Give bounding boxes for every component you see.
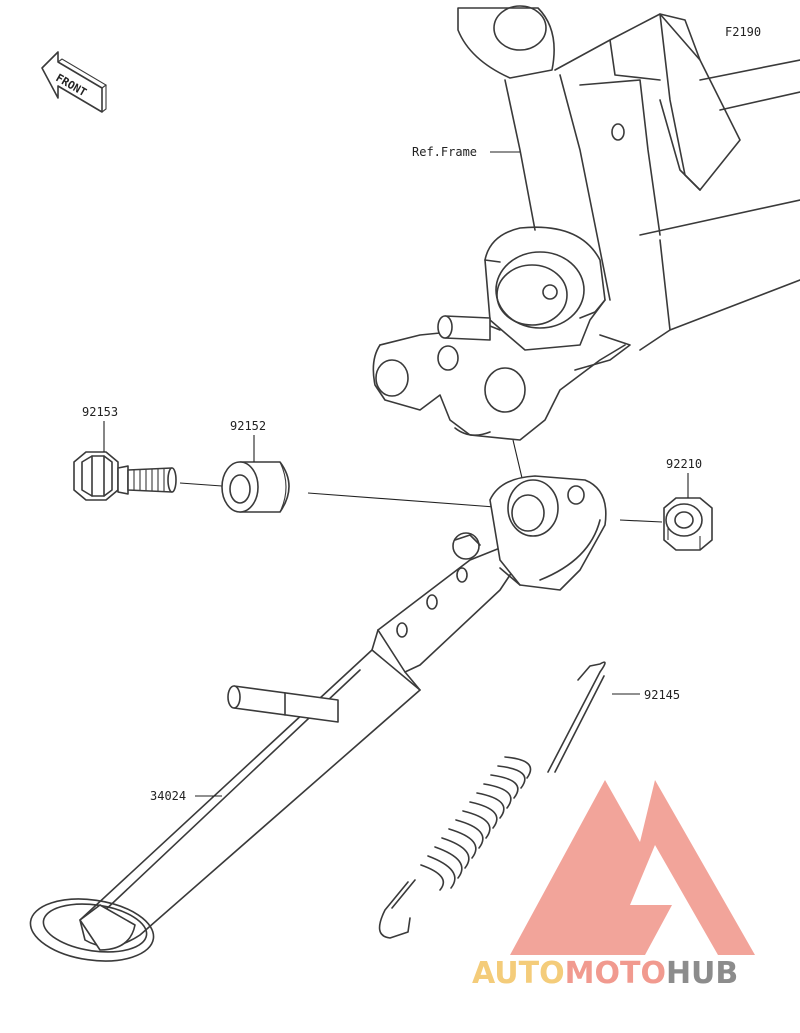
diagram-code: F2190 [725, 25, 761, 39]
watermark-auto: AUTO [472, 956, 565, 991]
part-number-34024: 34024 [150, 789, 186, 803]
frame-drawing [372, 5, 800, 441]
collar-92152 [221, 461, 290, 513]
spring-92145 [378, 661, 606, 939]
axis-line-nut [619, 519, 663, 523]
ref-frame-label: Ref.Frame [412, 145, 477, 159]
watermark-logo: AUTOMOTOHUB [472, 780, 755, 991]
side-stand-34024 [29, 475, 607, 962]
part-number-92153: 92153 [82, 405, 118, 419]
axis-line-collar [307, 492, 509, 509]
alignment-line-vertical [512, 439, 523, 479]
part-number-92210: 92210 [666, 457, 702, 471]
watermark-triangle-icon [510, 780, 755, 955]
watermark-hub: HUB [666, 956, 738, 991]
part-number-92145: 92145 [644, 688, 680, 702]
nut-92210 [663, 497, 713, 551]
watermark-moto: MOTO [565, 956, 666, 991]
part-number-92152: 92152 [230, 419, 266, 433]
front-arrow-icon: FRONT [41, 51, 107, 113]
svg-text:AUTOMOTOHUB: AUTOMOTOHUB [472, 956, 738, 991]
bolt-92153 [73, 451, 177, 501]
axis-line-bolt [179, 482, 223, 487]
